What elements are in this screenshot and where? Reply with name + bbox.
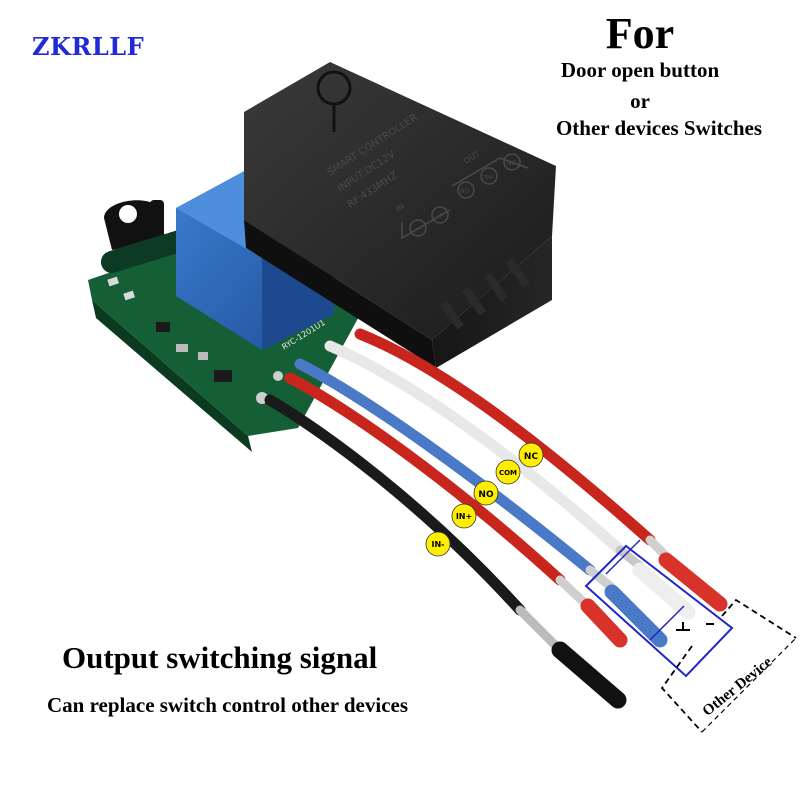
wire-no xyxy=(294,358,596,576)
headline-line-2: or xyxy=(630,89,650,113)
brand-logo: ZKRLLF xyxy=(32,32,145,61)
other-device-label: Other Device xyxy=(700,654,776,720)
svg-text:NO: NO xyxy=(478,490,494,500)
wire-bundle xyxy=(264,328,728,709)
case-logo xyxy=(316,70,352,132)
svg-text:COM: COM xyxy=(499,469,517,477)
footer-subtitle: Can replace switch control other devices xyxy=(47,693,409,717)
wire-nc xyxy=(354,328,656,546)
label-in-plus: IN+ xyxy=(451,503,477,529)
terminal-label-plus: + xyxy=(437,211,444,220)
switch-frame xyxy=(584,539,734,678)
controller-case: SMART CONTROLLER INPUT:DC12V RF:433MHZ I… xyxy=(244,62,556,368)
case-label-in: IN xyxy=(394,202,406,214)
svg-text:IN+: IN+ xyxy=(456,512,472,521)
label-in-minus: IN- xyxy=(425,531,451,557)
terminal-label-minus: − xyxy=(415,224,422,233)
wire-in-plus xyxy=(284,372,566,586)
svg-text:NC: NC xyxy=(524,452,539,462)
label-com: COM xyxy=(495,459,521,485)
terminal-label-nc: NC xyxy=(507,160,516,167)
terminal-label-no: NO xyxy=(460,188,469,195)
headline-line-3: Other devices Switches xyxy=(555,116,763,140)
headline-for: For xyxy=(605,9,675,58)
terminal-label-com: COM xyxy=(481,175,493,181)
wire-com xyxy=(324,340,626,556)
label-no: NO xyxy=(473,480,499,506)
headline-line-1: Door open button xyxy=(560,58,720,82)
wire-labels: NC COM NO IN+ IN- xyxy=(425,442,544,557)
other-device-bracket: Other Device xyxy=(660,598,797,733)
footer-title: Output switching signal xyxy=(62,640,378,675)
terminal-diagram xyxy=(401,153,529,240)
svg-text:IN-: IN- xyxy=(432,540,445,549)
label-nc: NC xyxy=(518,442,544,468)
wire-in-minus xyxy=(264,394,526,616)
